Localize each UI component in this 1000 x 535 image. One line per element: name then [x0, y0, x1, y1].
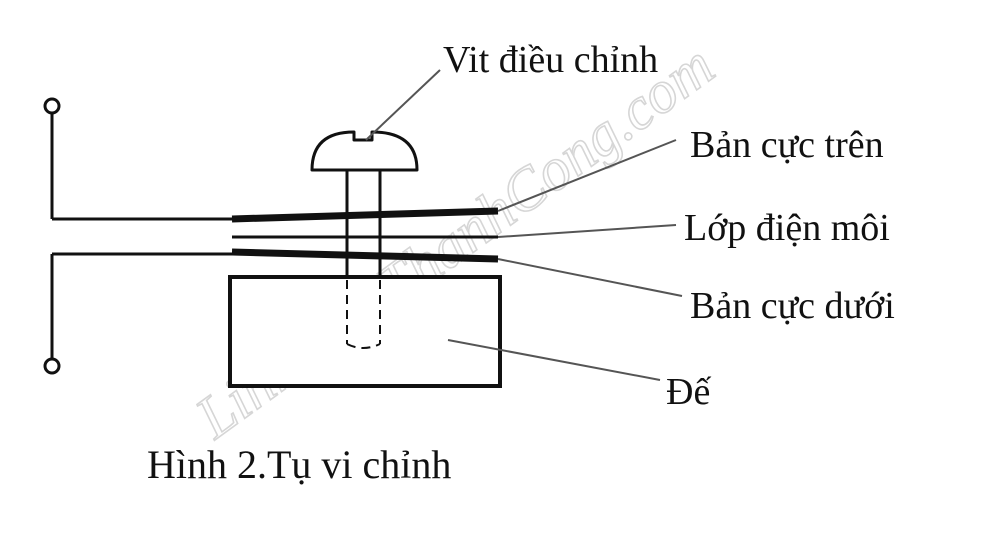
top-terminal	[43, 97, 61, 115]
screw-shank-hidden	[346, 280, 381, 349]
leader-lines	[365, 69, 683, 381]
bottom-plate	[231, 248, 499, 263]
label-screw: Vit điều chỉnh	[443, 39, 658, 81]
label-dielectric: Lớp điện môi	[684, 207, 890, 249]
label-bottom-plate: Bản cực dưới	[690, 285, 895, 327]
leader-dielectric	[497, 224, 677, 238]
leader-bottom-plate	[497, 258, 683, 297]
terminal-wires	[43, 97, 235, 375]
label-base: Đế	[666, 371, 711, 413]
screw-head	[310, 130, 419, 172]
leader-base	[447, 339, 661, 381]
leader-top-plate	[497, 139, 677, 212]
leader-screw	[365, 69, 441, 141]
figure-caption: Hình 2.Tụ vi chỉnh	[147, 442, 451, 487]
watermark: LinhKienThanhCong.com	[183, 32, 726, 451]
base-block	[228, 275, 502, 388]
top-plate	[231, 207, 499, 223]
bottom-terminal	[43, 357, 61, 375]
label-top-plate: Bản cực trên	[690, 124, 884, 166]
